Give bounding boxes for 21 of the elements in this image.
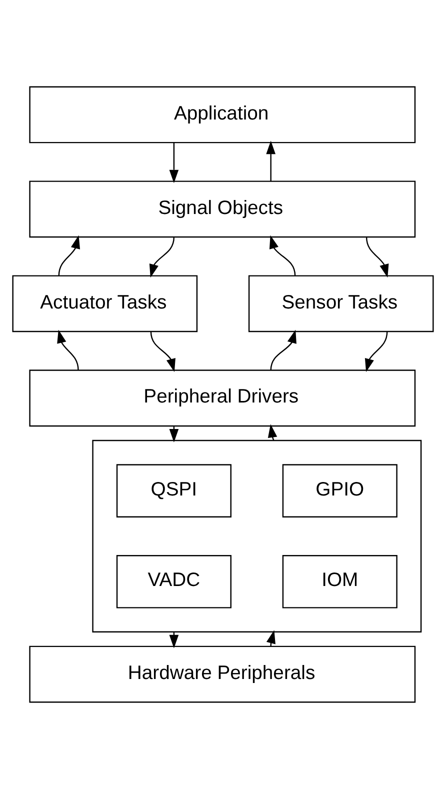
- arrow: [364, 331, 388, 372]
- arrow: [269, 235, 296, 276]
- arrow: [366, 237, 389, 278]
- arrow: [57, 330, 79, 370]
- arrow: [270, 330, 296, 370]
- node-box: QSPI: [116, 464, 232, 518]
- node-box: Hardware Peripherals: [29, 646, 416, 703]
- cluster: [92, 440, 422, 632]
- arrow: [58, 235, 80, 276]
- arrow: [149, 237, 175, 278]
- arrow: [266, 140, 276, 182]
- node-box: Actuator Tasks: [12, 275, 198, 332]
- node-box: Signal Objects: [29, 180, 416, 238]
- arrow: [150, 331, 176, 372]
- node-box: IOM: [282, 555, 398, 608]
- node-box: Application: [29, 86, 416, 144]
- node-box: Sensor Tasks: [248, 275, 434, 332]
- node-box: Peripheral Drivers: [29, 370, 416, 427]
- arrow: [169, 142, 179, 184]
- node-box: VADC: [116, 555, 232, 608]
- node-box: GPIO: [282, 464, 398, 518]
